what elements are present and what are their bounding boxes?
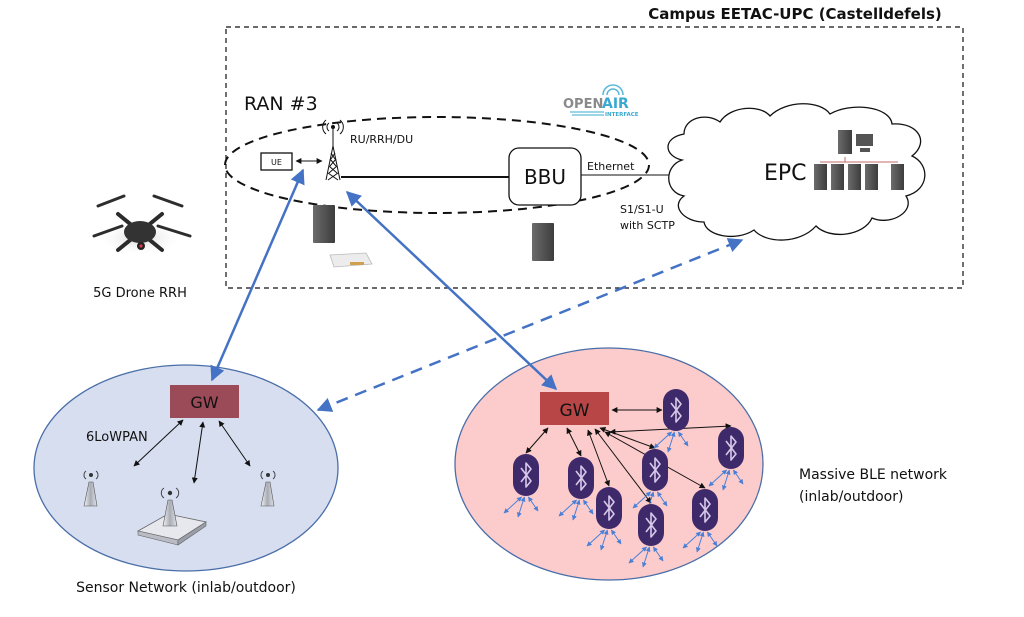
bluetooth-node-icon <box>642 449 668 491</box>
s1-label-line2: with SCTP <box>620 219 675 232</box>
ble-gw-link <box>566 427 582 457</box>
ble-local-link <box>706 531 718 547</box>
ble-local-link <box>527 496 539 512</box>
ble-local-link <box>656 491 668 507</box>
ble-local-link <box>721 469 731 491</box>
ble-gw-link <box>525 427 549 454</box>
ble-local-link <box>516 496 526 518</box>
sensor-network-caption: Sensor Network (inlab/outdoor) <box>76 580 296 596</box>
bluetooth-node-icon <box>638 504 664 546</box>
ble-local-link <box>641 546 651 568</box>
logo-open-text: OPEN <box>563 97 603 112</box>
sensor-node-icon <box>83 470 99 507</box>
campus-boundary <box>225 26 964 289</box>
ue-label: UE <box>271 158 282 167</box>
ble-local-link <box>610 529 622 545</box>
ble-local-link <box>732 469 744 485</box>
bluetooth-node-icon <box>718 427 744 469</box>
ble-local-link <box>571 499 581 521</box>
ran-server-icon <box>313 205 335 243</box>
sensor-links <box>133 419 251 484</box>
usrp-device-icon <box>329 252 373 268</box>
ble-local-link <box>666 431 676 453</box>
bluetooth-node-icon <box>596 487 622 529</box>
drone-icon <box>92 194 192 256</box>
logo-air-text: AIR <box>602 96 629 112</box>
ran-boundary <box>224 116 650 214</box>
protocol-label: 6LoWPAN <box>86 430 148 445</box>
openairinterface-logo: OPEN AIR INTERFACE <box>563 84 639 118</box>
tower-ble-link <box>345 190 558 391</box>
bbu-server-icon <box>532 223 554 261</box>
epc-label: EPC <box>764 161 807 186</box>
radio-tower-icon <box>322 119 344 181</box>
s1-label-line1: S1/S1-U <box>620 203 664 216</box>
ble-local-link <box>695 531 705 553</box>
bluetooth-node-icon <box>663 389 689 431</box>
ethernet-label: Ethernet <box>587 160 635 173</box>
sensor-gateway-base-icon <box>136 487 208 546</box>
drone-label: 5G Drone RRH <box>93 286 187 301</box>
ble-local-link <box>652 546 664 562</box>
drone-sensor-link <box>210 168 305 382</box>
ble-local-links <box>503 431 744 568</box>
bluetooth-node-icon <box>513 454 539 496</box>
ble-gw-label: GW <box>560 401 590 421</box>
logo-interface-text: INTERFACE <box>605 112 639 118</box>
sensor-gw-label: GW <box>190 393 218 412</box>
diagram-title: Campus EETAC-UPC (Castelldefels) <box>648 5 942 23</box>
epc-server-cluster-icon <box>814 130 904 190</box>
tower-label: RU/RRH/DU <box>350 133 413 146</box>
bluetooth-node-icon <box>568 457 594 499</box>
bbu-label: BBU <box>524 165 566 189</box>
bluetooth-node-icon <box>692 489 718 531</box>
sensor-network-area <box>33 364 339 572</box>
sensor-gw-box <box>170 385 239 418</box>
ble-local-link <box>677 431 689 447</box>
ble-local-link <box>582 499 594 515</box>
ran-label: RAN #3 <box>244 93 318 115</box>
ble-caption-line2: (inlab/outdoor) <box>799 489 903 505</box>
sensor-node-icon <box>260 470 276 507</box>
sensor-epc-link <box>316 238 744 412</box>
ble-caption-line1: Massive BLE network <box>799 467 948 483</box>
ble-local-link <box>599 529 609 551</box>
